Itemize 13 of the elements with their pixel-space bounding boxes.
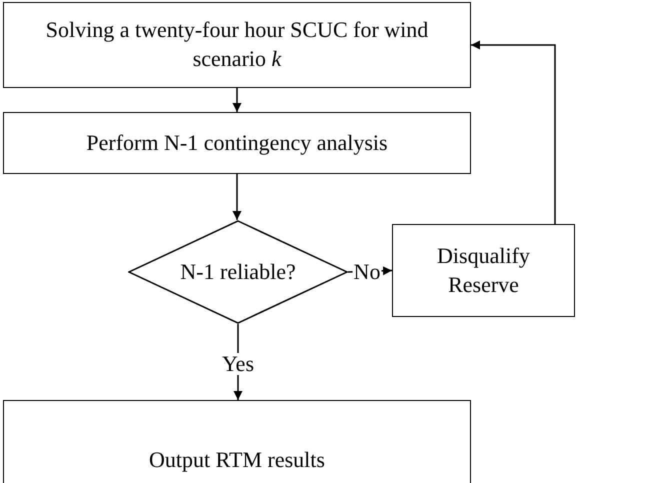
arrow <box>232 174 242 220</box>
node-text: N-1 reliable? <box>179 258 297 286</box>
process-box <box>392 224 575 317</box>
edge-label: Yes <box>221 353 255 375</box>
node-text: Solving a twenty-four hour SCUC for wind scenario k <box>44 16 430 73</box>
arrow <box>232 88 242 112</box>
node-text: Disqualify Reserve <box>436 242 531 298</box>
node-text: Output RTM results <box>148 446 326 474</box>
decision-diamond <box>128 220 348 324</box>
process-box <box>3 2 471 88</box>
arrow <box>471 40 556 224</box>
process-box <box>3 112 471 174</box>
node-text: Perform N-1 contingency analysis <box>85 128 389 157</box>
